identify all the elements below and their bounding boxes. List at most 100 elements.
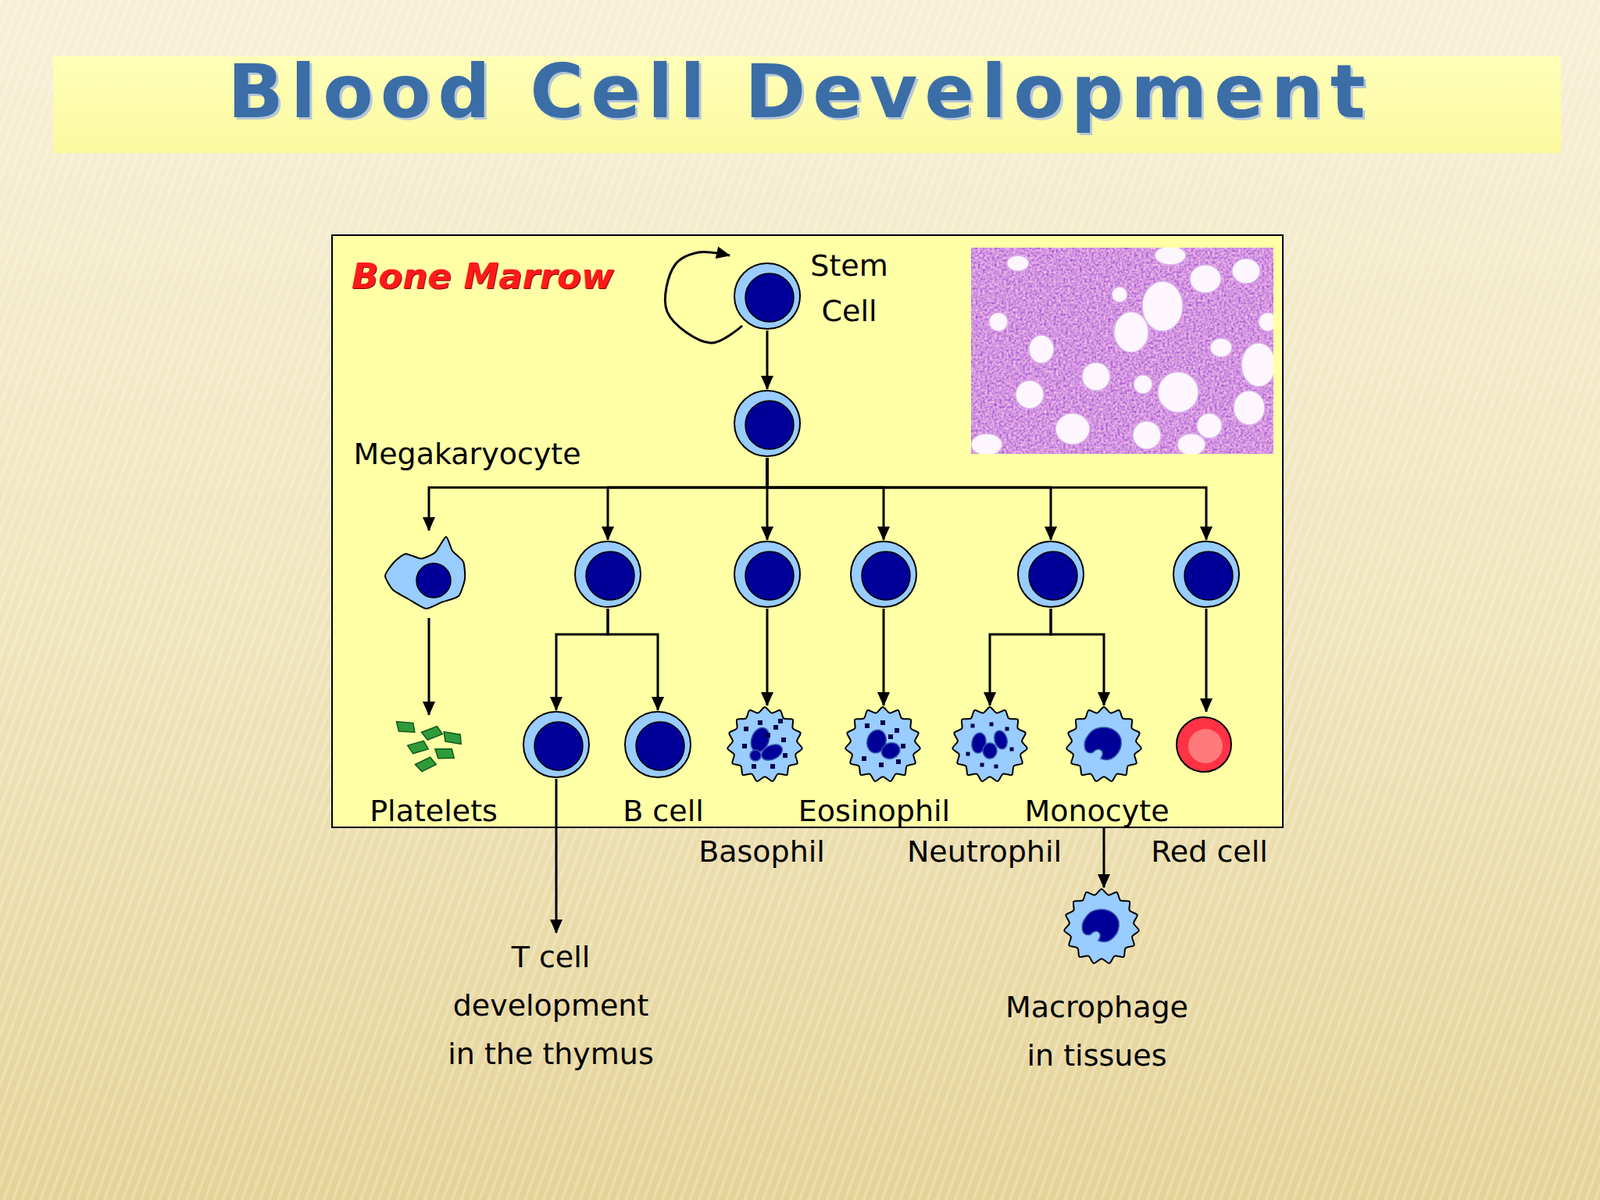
erythroid-precursor	[1171, 539, 1241, 609]
cell-membrane	[734, 263, 800, 329]
red-cell: Red cell	[1171, 711, 1237, 778]
cell-label: Monocyte	[979, 793, 1215, 829]
granule	[880, 720, 886, 725]
cell-drawing	[732, 261, 802, 331]
platelet-fragment	[414, 756, 437, 773]
cell-membrane	[1064, 889, 1139, 964]
granule	[742, 743, 747, 749]
cell-drawing	[385, 714, 472, 775]
cell-label: Macrophage in tissues	[995, 982, 1199, 1080]
granule	[971, 724, 975, 729]
cell-nucleus	[1082, 909, 1119, 942]
cell-drawing	[623, 710, 693, 779]
eosinophil-cell: Eosinophil	[843, 705, 922, 784]
basophil-cell: Basophil	[725, 705, 804, 784]
cell-membrane	[734, 390, 800, 457]
cell-nucleus	[1184, 551, 1233, 600]
cell-nucleus	[534, 721, 583, 771]
cell-drawing	[1016, 539, 1086, 609]
macrophage-cell: Macrophage in tissues	[1062, 887, 1141, 966]
cell-drawing	[732, 539, 802, 609]
granule	[751, 764, 757, 769]
cell-pallor	[1188, 728, 1223, 764]
cell-label: B cell	[546, 793, 781, 829]
region-label: Bone Marrow	[351, 254, 680, 299]
cell-membrane	[1066, 707, 1141, 782]
cell-membrane	[523, 711, 590, 778]
cell-membrane	[1017, 541, 1084, 608]
cell-nucleus	[1028, 551, 1078, 600]
cell-membrane	[727, 707, 802, 782]
cell-label: Basophil	[644, 834, 879, 869]
cell-drawing	[573, 539, 643, 609]
cell-membrane	[575, 541, 641, 608]
cell-label: T cell development in the thymus	[441, 932, 661, 1079]
slide-title: Blood Cell Development	[0, 43, 1600, 141]
nucleus-lobe	[759, 741, 786, 764]
cell-drawing	[843, 705, 922, 784]
monocyte-cell: Monocyte	[1064, 705, 1143, 784]
granule	[1010, 747, 1015, 752]
cell-nucleus	[745, 273, 794, 322]
granule	[888, 734, 893, 740]
granule	[900, 743, 906, 749]
cell-membrane	[625, 711, 691, 778]
tissue-stain	[971, 247, 1274, 454]
granule	[894, 728, 900, 733]
b-cell: B cell	[623, 710, 693, 779]
platelet-fragment	[394, 718, 418, 736]
cell-drawing	[1171, 711, 1237, 778]
platelets-cell: Platelets	[385, 714, 472, 775]
cell-membrane	[385, 536, 465, 609]
stem-cell: Stem Cell	[732, 261, 802, 331]
cell-drawing	[950, 705, 1029, 784]
cell-membrane	[1176, 717, 1232, 772]
granule	[770, 764, 775, 769]
cell-label: Stem Cell	[806, 242, 893, 334]
cell-membrane	[1173, 541, 1240, 608]
cell-membrane	[850, 541, 917, 608]
platelet-fragment	[433, 746, 456, 761]
t-lymphocyte	[521, 710, 591, 779]
lymphoid-precursor	[573, 539, 643, 609]
fat-cells	[971, 247, 1274, 454]
eosinophil-precursor	[849, 539, 918, 609]
cell-drawing	[732, 389, 802, 458]
nucleus-lobe	[982, 742, 997, 759]
cell-membrane	[952, 707, 1027, 782]
cell-nucleus	[1084, 727, 1122, 760]
marrow-histology	[971, 247, 1274, 454]
connector-arrow	[1103, 828, 1106, 888]
granule	[864, 723, 870, 729]
granule	[980, 763, 985, 768]
cell-nucleus	[861, 551, 911, 600]
cell-drawing	[521, 710, 591, 779]
progenitor-cell	[732, 389, 802, 458]
cell-nucleus	[585, 551, 635, 600]
cell-label: Eosinophil	[757, 793, 992, 829]
granule	[896, 759, 901, 765]
cell-drawing	[380, 530, 478, 618]
cell-label: Red cell	[1092, 834, 1327, 869]
platelet-fragment	[407, 740, 429, 754]
granule	[878, 762, 884, 768]
thymus-note: T cell development in the thymus	[441, 932, 661, 1079]
cell-membrane	[845, 707, 920, 782]
cell-drawing	[849, 539, 918, 609]
granule	[1005, 727, 1010, 732]
nucleus-lobe	[878, 739, 902, 761]
cell-nucleus	[745, 551, 794, 600]
granule	[782, 753, 788, 758]
granule	[778, 718, 783, 724]
neutrophil-cell: Neutrophil	[950, 705, 1029, 784]
platelet-fragment	[421, 725, 443, 741]
cell-nucleus	[745, 400, 794, 450]
cell-nucleus	[635, 721, 685, 771]
granule	[966, 752, 971, 757]
granule	[994, 764, 999, 769]
granule	[757, 720, 763, 725]
cell-drawing	[1171, 539, 1241, 609]
nucleus-lobe	[992, 728, 1010, 750]
granule	[743, 726, 749, 732]
cell-label: Megakaryocyte	[334, 436, 600, 472]
